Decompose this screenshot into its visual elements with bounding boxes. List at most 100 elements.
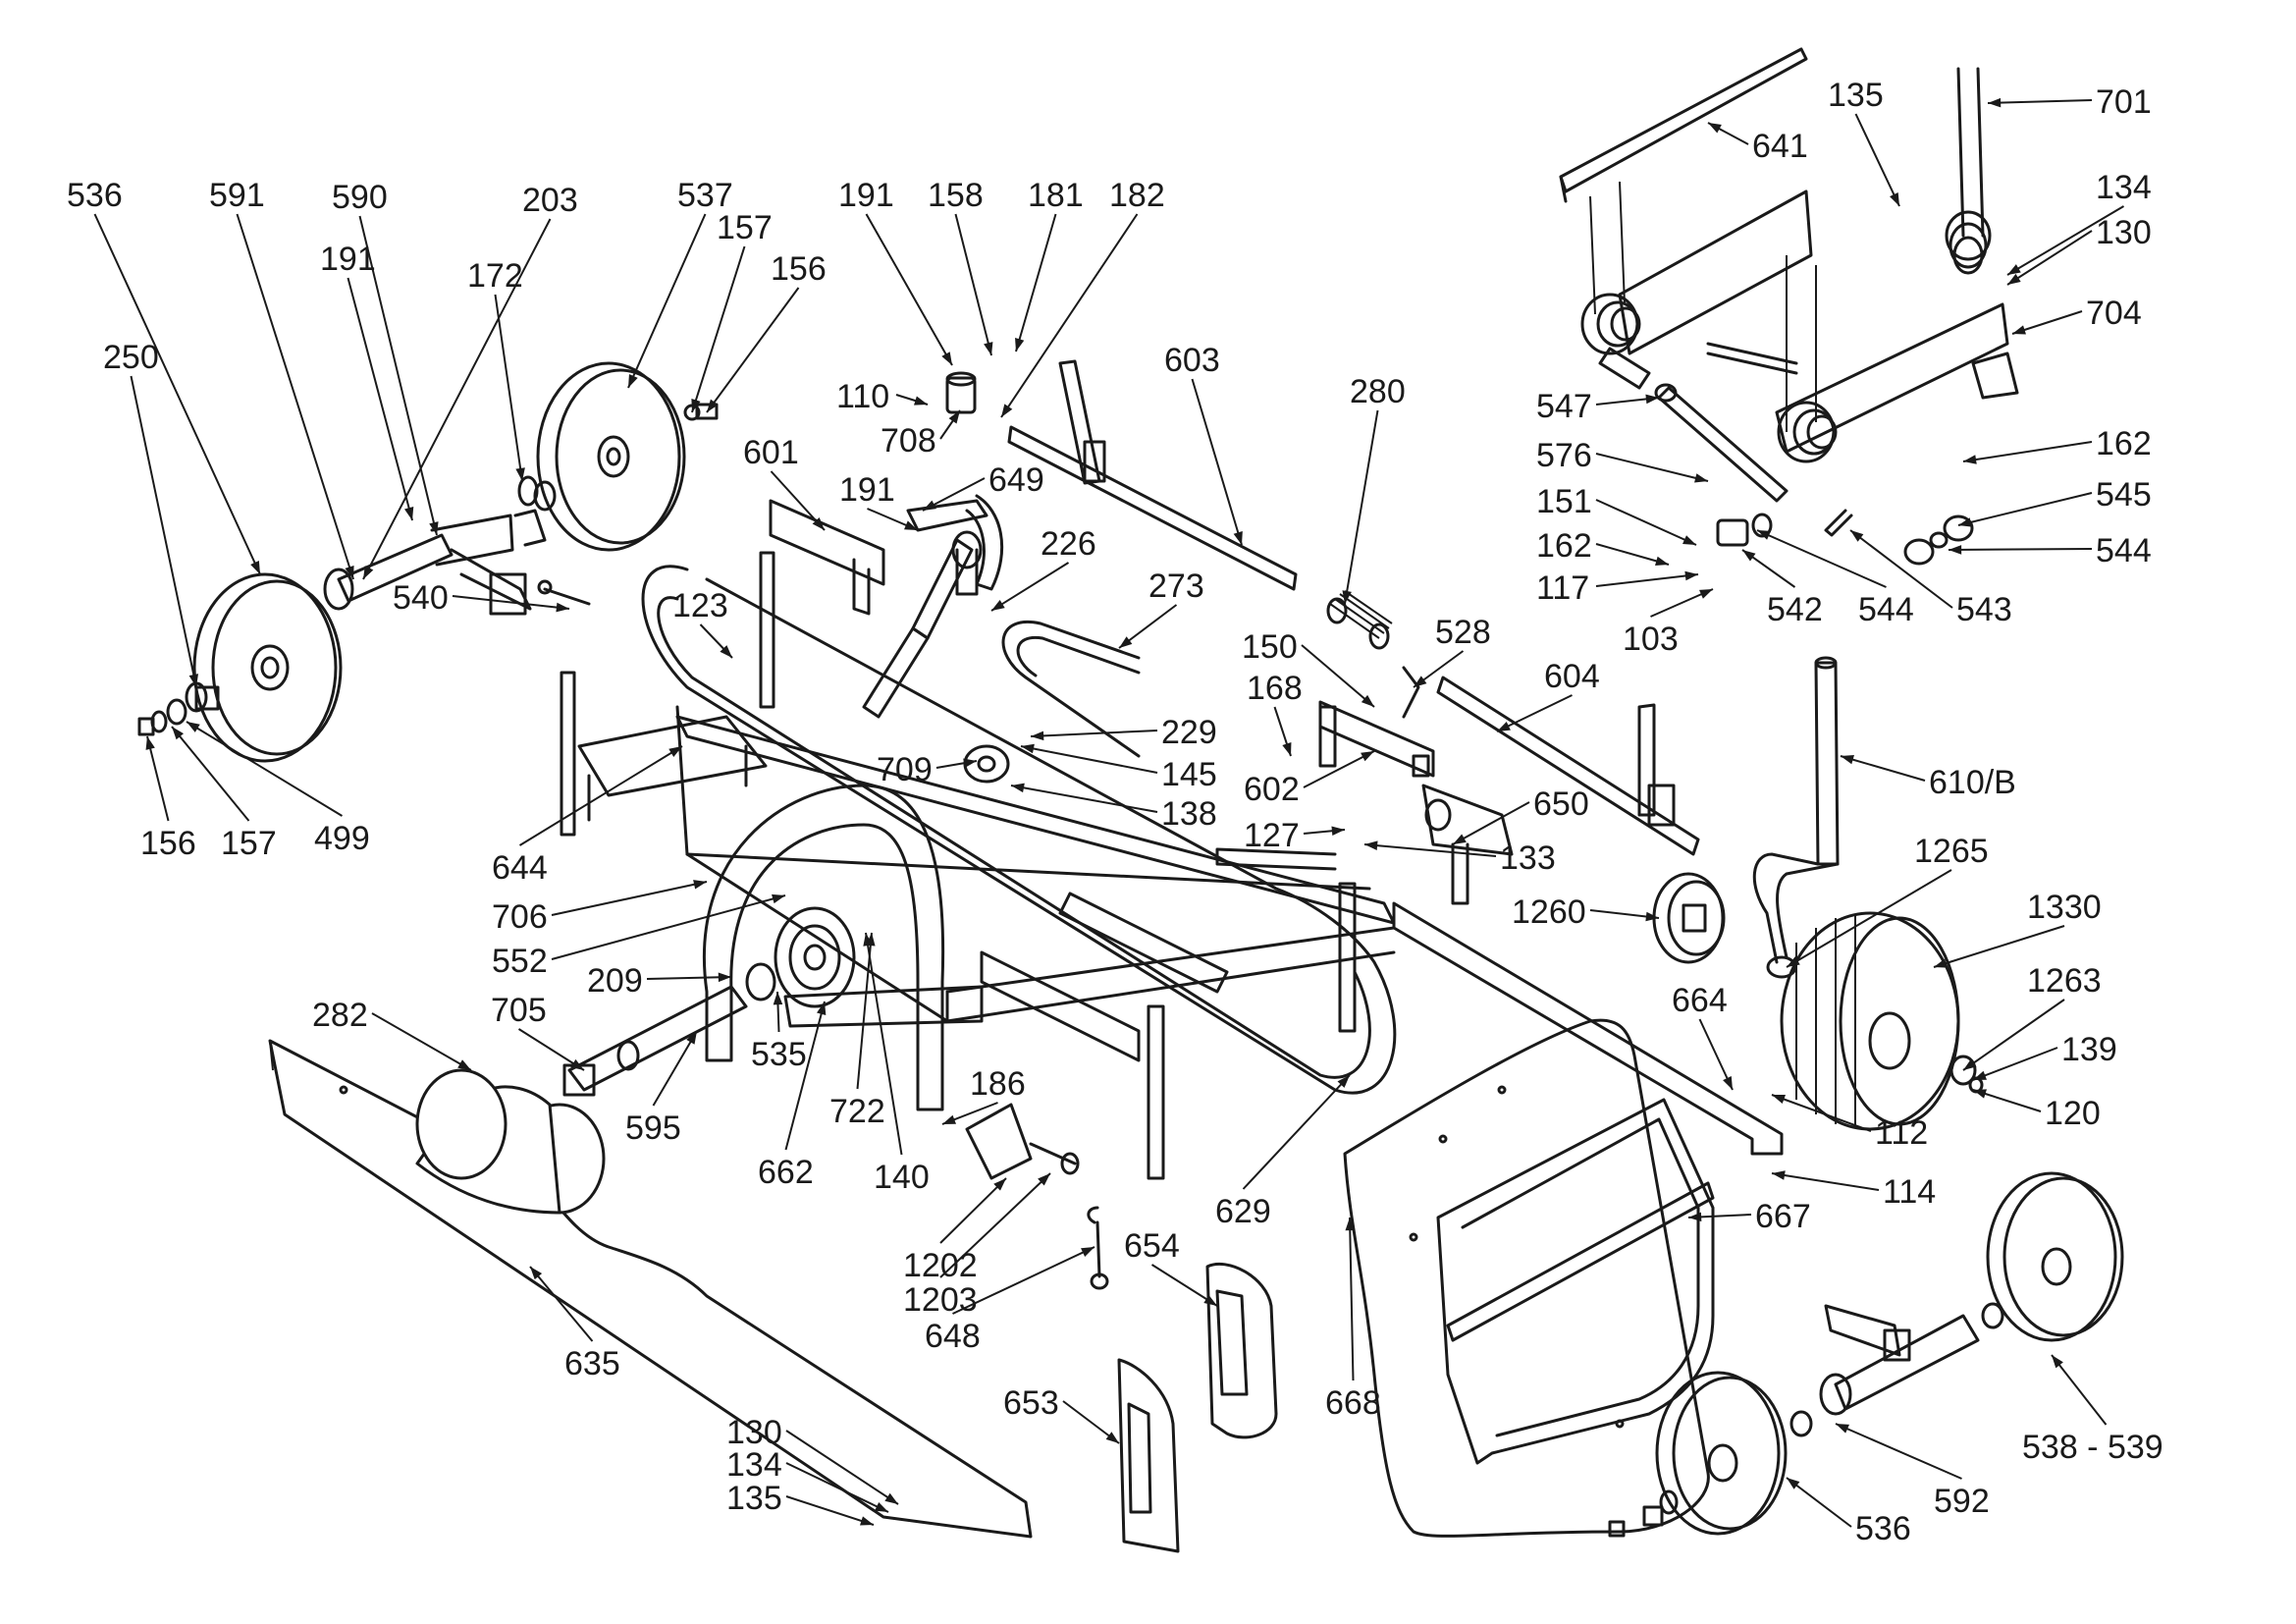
- lever-604: [1436, 676, 1700, 856]
- link-547: [1654, 383, 1789, 503]
- part-label-c182: 182: [1109, 177, 1165, 214]
- arrowhead-c610b: [1841, 755, 1854, 765]
- part-label-c157a: 157: [717, 209, 773, 246]
- leader-c538539: [2051, 1354, 2108, 1426]
- part-label-c133: 133: [1500, 839, 1556, 877]
- arrowhead-c542: [1742, 550, 1756, 562]
- bracket-542: [1716, 513, 1773, 547]
- arrowhead-c156b: [145, 736, 155, 750]
- leader-c280: [1344, 409, 1379, 605]
- leader-lines: [93, 97, 2125, 1528]
- part-label-c705: 705: [491, 992, 547, 1029]
- part-label-c186: 186: [970, 1065, 1026, 1103]
- part-label-c604: 604: [1544, 658, 1600, 695]
- tensioner-650: [1421, 784, 1514, 905]
- arrowhead-c186: [942, 1114, 956, 1124]
- bracket-708: [945, 371, 977, 414]
- part-label-c156a: 156: [771, 250, 827, 288]
- rake-plate-704: [1706, 255, 2019, 463]
- leader-c545: [1957, 492, 2093, 526]
- arrowhead-c1203: [1038, 1173, 1050, 1186]
- leader-c602: [1303, 750, 1375, 788]
- part-label-c157b: 157: [221, 825, 277, 862]
- leader-c595: [652, 1030, 698, 1107]
- arrowhead-c139: [1973, 1070, 1987, 1080]
- leader-c701: [1987, 99, 2093, 104]
- part-label-c127: 127: [1244, 817, 1300, 854]
- bar-664: [1392, 901, 1784, 1156]
- part-label-c139: 139: [2061, 1031, 2117, 1068]
- drum-282: [415, 1068, 606, 1215]
- leader-c162b: [1962, 441, 2093, 462]
- arrowhead-c709: [963, 758, 977, 768]
- leader-c145: [1020, 745, 1158, 774]
- arrowhead-c499: [187, 722, 200, 732]
- part-label-c250: 250: [103, 339, 159, 376]
- frame-667: [1436, 1098, 1715, 1465]
- wheel-536-left: [192, 572, 343, 763]
- leader-c590: [358, 215, 438, 536]
- leader-c134a: [785, 1462, 889, 1513]
- arrowhead-c157a: [691, 399, 701, 412]
- washer-1263: [1949, 1055, 1984, 1094]
- leader-c229: [1030, 730, 1158, 737]
- part-label-c120: 120: [2045, 1095, 2101, 1132]
- part-label-c641: 641: [1752, 128, 1808, 165]
- leader-c635: [529, 1266, 594, 1342]
- part-label-c664: 664: [1672, 982, 1728, 1019]
- clip-648: [1087, 1206, 1101, 1278]
- arrowhead-c150: [1361, 694, 1374, 707]
- arrowhead-c110: [914, 396, 928, 406]
- hook-528: [1402, 666, 1420, 719]
- arrowhead-c123: [720, 645, 732, 658]
- leader-c536b: [1786, 1477, 1852, 1528]
- leader-c536a: [93, 213, 261, 575]
- arrowhead-c133: [1364, 840, 1378, 850]
- part-label-c709: 709: [877, 751, 933, 788]
- leader-c1330: [1933, 925, 2065, 968]
- spring-701: [1945, 67, 1992, 275]
- arrowhead-c226: [991, 599, 1005, 611]
- part-label-c552: 552: [492, 943, 548, 980]
- leader-c134b: [2006, 205, 2125, 276]
- arrowhead-c547: [1645, 394, 1659, 405]
- arrowhead-c544b: [1949, 545, 1962, 555]
- leader-c135a: [785, 1495, 875, 1526]
- arrowhead-c1260: [1645, 911, 1659, 922]
- part-label-c653: 653: [1003, 1384, 1059, 1422]
- part-label-c191b: 191: [838, 177, 894, 214]
- part-label-c704: 704: [2086, 295, 2142, 332]
- part-label-c544a: 544: [1858, 591, 1914, 628]
- arrowhead-c250: [188, 674, 198, 687]
- part-label-c547: 547: [1536, 388, 1592, 425]
- arrowhead-c162a: [1655, 556, 1669, 567]
- leader-c158: [954, 213, 992, 356]
- arrowhead-c209: [718, 972, 731, 983]
- leader-c604: [1496, 694, 1573, 732]
- leader-c650: [1452, 801, 1530, 845]
- arrowhead-c706: [693, 880, 707, 890]
- arrowhead-c158: [984, 342, 993, 355]
- arrowhead-c537: [628, 374, 638, 388]
- arrowhead-c120: [1973, 1089, 1987, 1099]
- leader-c644: [518, 745, 683, 846]
- linkage-649: [906, 494, 1004, 596]
- leader-c157a: [691, 245, 746, 413]
- arrowhead-c134a: [875, 1501, 888, 1512]
- leader-c1202: [939, 1177, 1007, 1244]
- arrowhead-c157b: [172, 727, 185, 740]
- arrowhead-c704: [2012, 325, 2026, 335]
- part-label-c1260: 1260: [1512, 893, 1586, 931]
- lever-603: [1007, 359, 1298, 591]
- leader-c610b: [1840, 755, 1926, 782]
- arrowhead-c114: [1772, 1170, 1786, 1180]
- leader-c537: [627, 213, 707, 389]
- leader-c540: [452, 595, 570, 610]
- pin-543-545: [1824, 509, 1974, 566]
- arrowhead-c536a: [250, 561, 260, 574]
- arrowhead-c282: [457, 1059, 471, 1070]
- arrowhead-c145: [1021, 743, 1035, 754]
- part-label-c150: 150: [1242, 628, 1298, 666]
- arrowhead-c648: [1081, 1247, 1095, 1257]
